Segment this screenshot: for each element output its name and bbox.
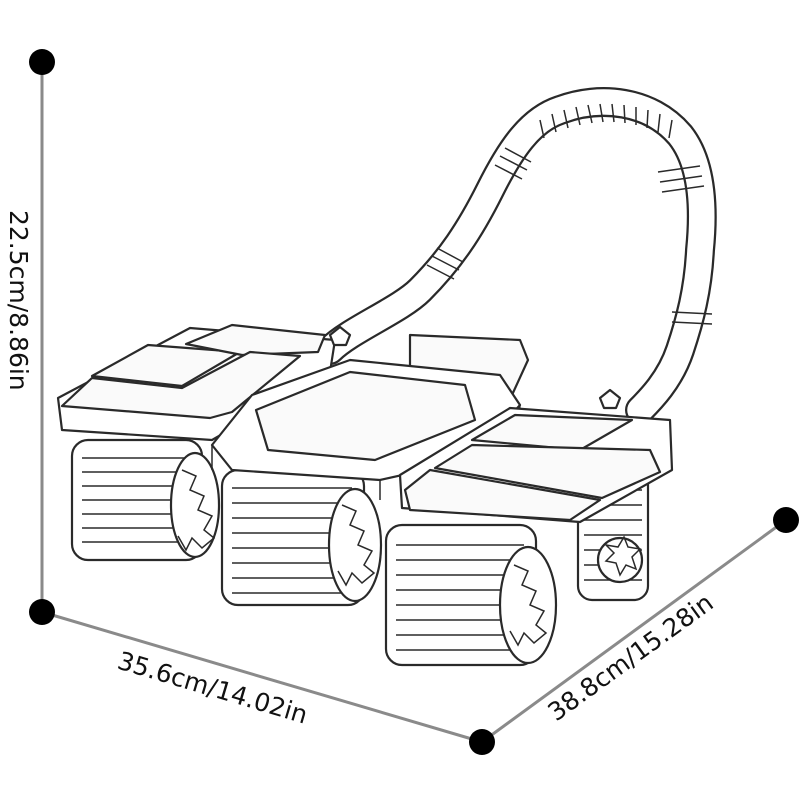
left-bolt xyxy=(328,325,352,347)
center-wheel xyxy=(220,468,383,607)
corner-left-endpoint xyxy=(29,599,55,625)
handle-bar xyxy=(315,87,717,425)
height-top-endpoint xyxy=(29,49,55,75)
depth-right-endpoint xyxy=(773,507,799,533)
depth-dimension-line xyxy=(481,518,787,744)
left-wheel xyxy=(70,438,221,562)
right-elbow-pad xyxy=(398,406,674,524)
height-label: 22.5cm/8.86in xyxy=(4,210,33,391)
right-bolt xyxy=(598,388,622,410)
depth-label: 38.8cm/15.28in xyxy=(542,588,718,727)
spring-coil xyxy=(539,103,673,139)
right-front-wheel xyxy=(384,523,558,667)
left-elbow-pad xyxy=(56,323,337,442)
ab-roller-illustration xyxy=(56,87,717,667)
dimension-lines xyxy=(29,49,799,755)
corner-bottom-endpoint xyxy=(469,729,495,755)
right-grip xyxy=(657,165,713,325)
left-grip xyxy=(426,147,532,280)
width-label: 35.6cm/14.02in xyxy=(114,646,311,730)
width-dimension-line xyxy=(41,610,483,744)
